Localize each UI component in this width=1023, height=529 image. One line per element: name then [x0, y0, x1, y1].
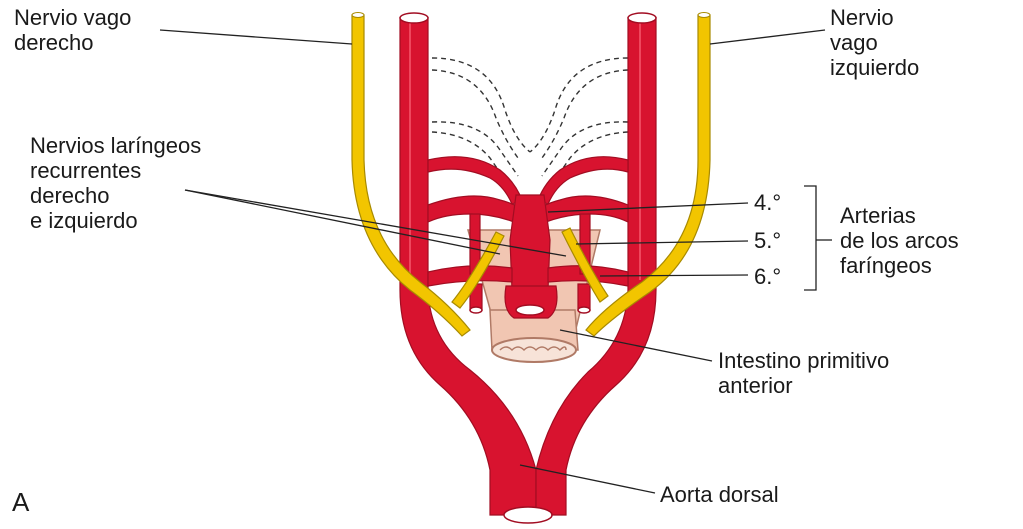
aortic-sac: [510, 195, 550, 290]
label-line: Nervio vago: [14, 5, 131, 30]
label-dorsal-aorta: Aorta dorsal: [660, 482, 779, 507]
label-line: recurrentes: [30, 158, 201, 183]
label-line: anterior: [718, 373, 889, 398]
panel-letter: A: [12, 490, 29, 515]
label-line: de los arcos: [840, 228, 959, 253]
label-line: Arterias: [840, 203, 959, 228]
label-line: faríngeos: [840, 253, 959, 278]
label-line: Nervios laríngeos: [30, 133, 201, 158]
label-line: vago: [830, 30, 919, 55]
label-line: izquierdo: [830, 55, 919, 80]
label-arch-6: 6.°: [754, 264, 781, 289]
label-recurrent-laryngeal: Nervios laríngeos recurrentes derecho e …: [30, 133, 201, 233]
label-foregut: Intestino primitivo anterior: [718, 348, 889, 398]
label-line: derecho: [14, 30, 131, 55]
label-line: e izquierdo: [30, 208, 201, 233]
label-vagus-right: Nervio vago derecho: [14, 5, 131, 55]
lower-branch-right: [578, 284, 590, 310]
label-vagus-left: Nervio vago izquierdo: [830, 5, 919, 80]
label-line: Nervio: [830, 5, 919, 30]
label-pharyngeal-arch-arteries: Arterias de los arcos faríngeos: [840, 203, 959, 278]
label-line: derecho: [30, 183, 201, 208]
arterial-system: [400, 18, 656, 515]
label-line: Intestino primitivo: [718, 348, 889, 373]
label-arch-5: 5.°: [754, 228, 781, 253]
label-arch-4: 4.°: [754, 190, 781, 215]
